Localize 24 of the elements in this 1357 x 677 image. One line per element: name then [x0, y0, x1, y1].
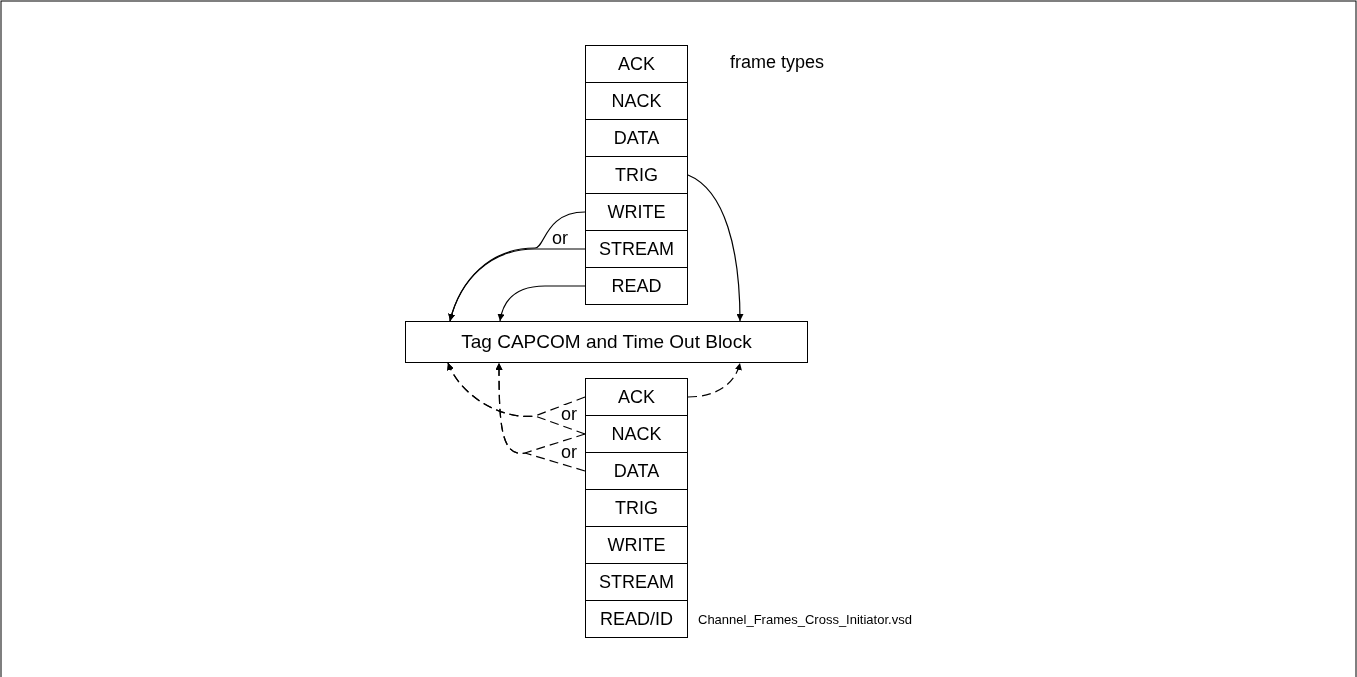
- arrow: [497, 285, 586, 322]
- process-box: Tag CAPCOM and Time Out Block: [405, 321, 808, 363]
- caption-text: frame types: [730, 52, 825, 73]
- arrow: [495, 362, 586, 472]
- arrow: [687, 362, 742, 398]
- arrow: [447, 362, 586, 435]
- arrow: [448, 248, 586, 322]
- frame-type-cell: STREAM: [585, 563, 688, 601]
- frame-type-cell: NACK: [585, 82, 688, 120]
- frame-type-cell: DATA: [585, 452, 688, 490]
- frame-type-cell: TRIG: [585, 156, 688, 194]
- file-name-text: Channel_Frames_Cross_Initiator.vsd: [698, 612, 912, 627]
- frame-type-cell: READ/ID: [585, 600, 688, 638]
- frame-type-cell: WRITE: [585, 193, 688, 231]
- arrow: [687, 174, 744, 322]
- edge-label: or: [560, 405, 578, 423]
- frame-type-cell: DATA: [585, 119, 688, 157]
- frame-type-cell: WRITE: [585, 526, 688, 564]
- frame-type-cell: ACK: [585, 45, 688, 83]
- frame-type-cell: ACK: [585, 378, 688, 416]
- frame-type-cell: STREAM: [585, 230, 688, 268]
- frame-type-cell: NACK: [585, 415, 688, 453]
- frame-type-cell: READ: [585, 267, 688, 305]
- frame-type-cell: TRIG: [585, 489, 688, 527]
